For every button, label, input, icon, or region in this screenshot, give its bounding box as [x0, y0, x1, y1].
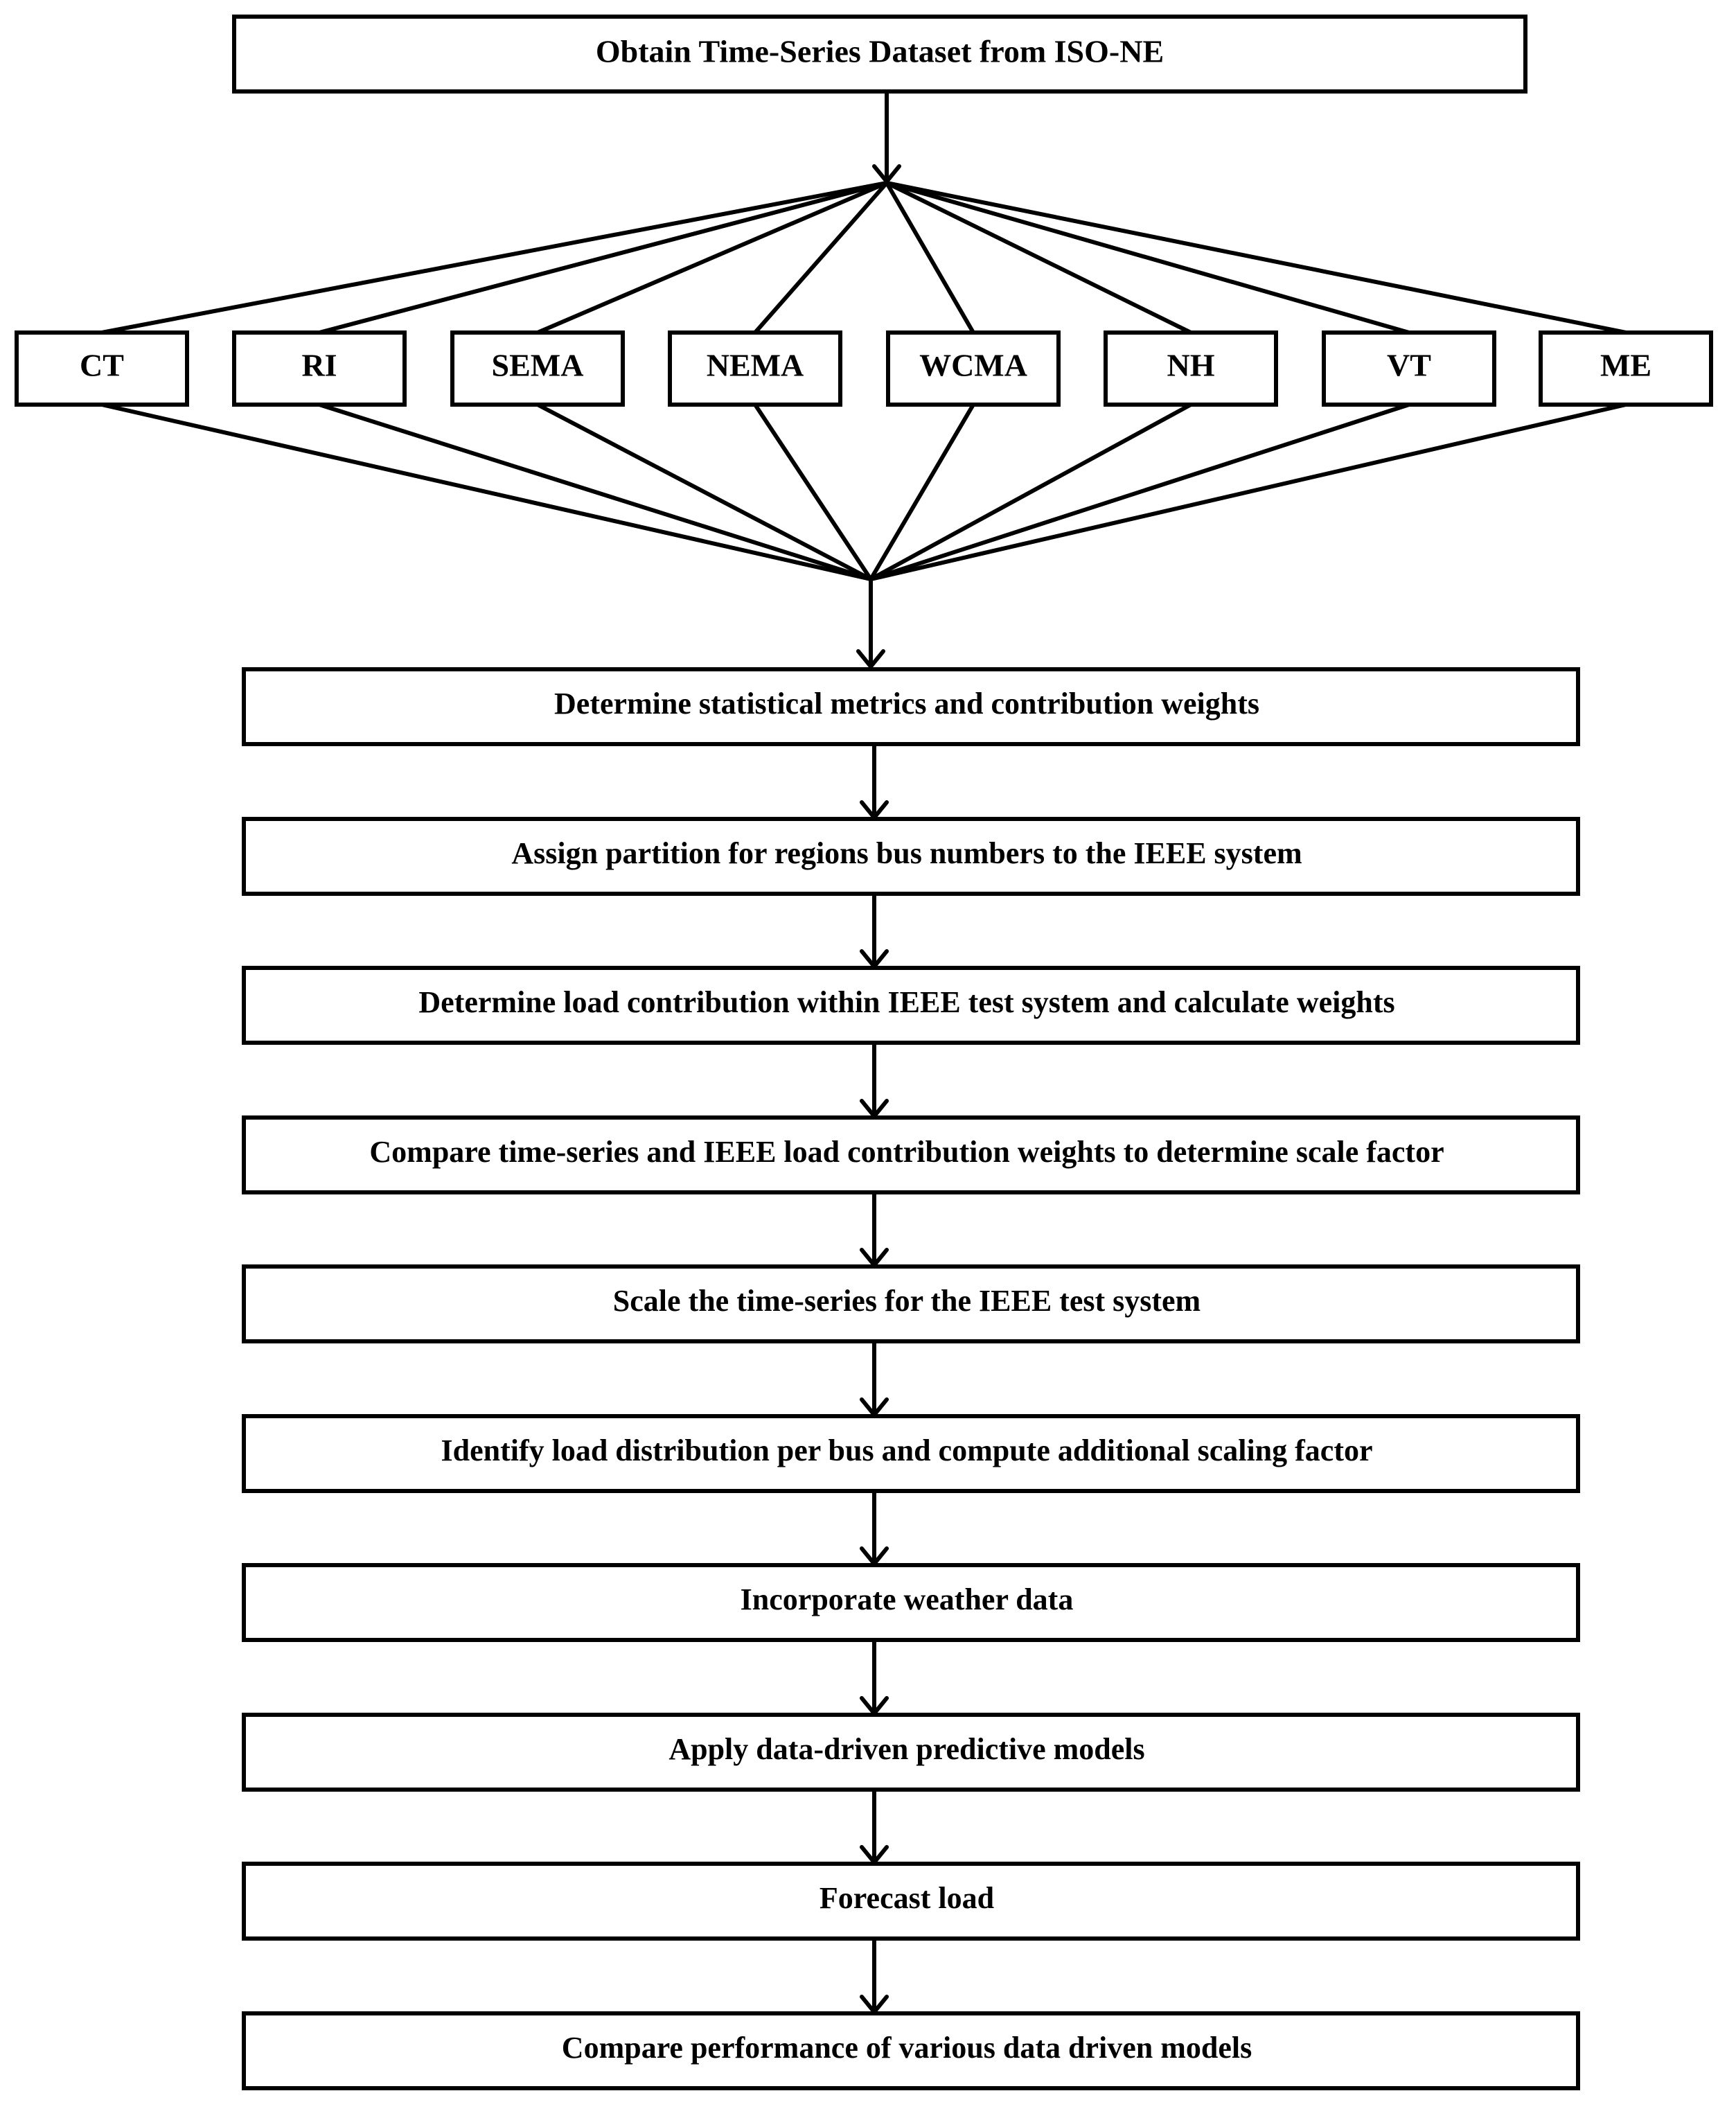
top-step-label: Obtain Time-Series Dataset from ISO-NE [596, 34, 1164, 69]
region-sema: SEMA [450, 330, 625, 407]
fan-out-line-sema [535, 181, 889, 335]
region-label: RI [301, 348, 337, 383]
process-step-label: Identify load distribution per bus and c… [441, 1433, 1372, 1467]
fan-out-line-nema [753, 181, 889, 335]
process-step: Determine load contribution within IEEE … [242, 966, 1580, 1045]
arrowhead-hub-to-step [856, 649, 885, 670]
process-step-box [242, 2011, 1580, 2090]
region-label: VT [1387, 348, 1431, 383]
process-step: Compare performance of various data driv… [242, 2011, 1580, 2090]
process-step-box [242, 817, 1580, 896]
fan-in-line-wcma [869, 403, 975, 581]
region-box [1104, 330, 1278, 407]
process-step-label: Apply data-driven predictive models [668, 1732, 1144, 1766]
region-ct: CT [15, 330, 189, 407]
region-label: NH [1167, 348, 1215, 383]
process-step: Compare time-series and IEEE load contri… [242, 1115, 1580, 1194]
fan-in-line-ri [317, 403, 873, 581]
process-step-label: Assign partition for regions bus numbers… [511, 836, 1302, 870]
fan-out-line-ri [317, 181, 889, 335]
fan-out-line-ct [100, 181, 889, 335]
fan-out-line-me [885, 181, 1628, 335]
fan-in-line-ct [100, 403, 873, 581]
fan-out-line-vt [885, 181, 1411, 335]
process-step-box [242, 1115, 1580, 1194]
region-nh: NH [1104, 330, 1278, 407]
top-step: Obtain Time-Series Dataset from ISO-NE [232, 15, 1527, 94]
process-step-box [242, 1264, 1580, 1343]
process-step-label: Forecast load [820, 1881, 994, 1915]
region-me: ME [1539, 330, 1713, 407]
region-wcma: WCMA [886, 330, 1061, 407]
fan-in-line-vt [869, 403, 1411, 581]
region-label: NEMA [707, 348, 804, 383]
fan-in-line-sema [535, 403, 873, 581]
fan-in-line-me [869, 403, 1628, 581]
process-step: Scale the time-series for the IEEE test … [242, 1264, 1580, 1343]
fan-in-lines [100, 403, 1628, 581]
process-step: Determine statistical metrics and contri… [242, 667, 1580, 746]
region-vt: VT [1322, 330, 1496, 407]
region-box [668, 330, 842, 407]
fan-in-line-nh [869, 403, 1193, 581]
fan-in-line-nema [753, 403, 873, 581]
process-step: Assign partition for regions bus numbers… [242, 817, 1580, 896]
process-step: Incorporate weather data [242, 1563, 1580, 1642]
region-box [1322, 330, 1496, 407]
region-label: WCMA [919, 348, 1027, 383]
region-box [15, 330, 189, 407]
regions-row: CT RI SEMA NEMA WCMA NH VT ME [15, 330, 1713, 407]
process-step-label: Compare time-series and IEEE load contri… [369, 1135, 1444, 1169]
process-step-box [242, 667, 1580, 746]
process-step-box [242, 1862, 1580, 1941]
process-step-label: Scale the time-series for the IEEE test … [613, 1284, 1201, 1318]
region-ri: RI [232, 330, 407, 407]
region-label: ME [1600, 348, 1651, 383]
top-step-box [232, 15, 1527, 94]
process-step-label: Compare performance of various data driv… [562, 2031, 1252, 2065]
process-step-box [242, 966, 1580, 1045]
region-label: SEMA [492, 348, 584, 383]
process-step-label: Determine statistical metrics and contri… [554, 687, 1259, 721]
steps-column: Determine statistical metrics and contri… [242, 667, 1580, 2090]
process-step: Identify load distribution per bus and c… [242, 1414, 1580, 1493]
fan-out-line-wcma [885, 181, 975, 335]
process-step-label: Incorporate weather data [741, 1582, 1074, 1616]
process-step: Apply data-driven predictive models [242, 1713, 1580, 1792]
process-step-box [242, 1563, 1580, 1642]
region-label: CT [80, 348, 124, 383]
process-step-box [242, 1713, 1580, 1792]
process-step-box [242, 1414, 1580, 1493]
region-box [232, 330, 407, 407]
process-step-label: Determine load contribution within IEEE … [418, 985, 1394, 1019]
region-nema: NEMA [668, 330, 842, 407]
process-step: Forecast load [242, 1862, 1580, 1941]
fan-out-line-nh [885, 181, 1193, 335]
region-box [886, 330, 1061, 407]
fan-out-lines [100, 181, 1628, 335]
